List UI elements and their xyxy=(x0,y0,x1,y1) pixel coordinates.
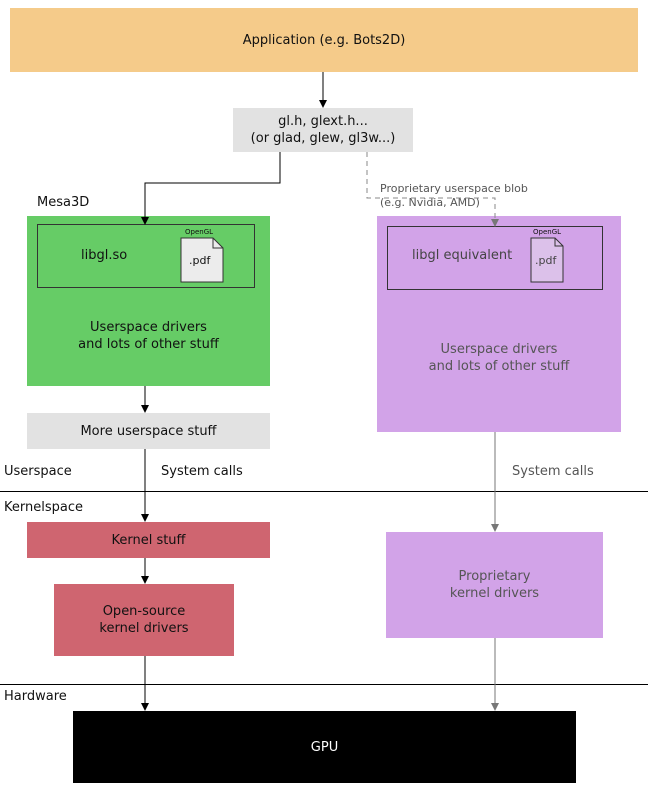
mesa-userspace-label: Userspace drivers and lots of other stuf… xyxy=(78,320,219,352)
application-box: Application (e.g. Bots2D) xyxy=(10,8,638,72)
proprietary-userspace-box: libgl equivalent OpenGL .pdf Userspace d… xyxy=(377,216,621,432)
kernel-stuff-box: Kernel stuff xyxy=(27,522,270,558)
kernelspace-section-label: Kernelspace xyxy=(4,500,83,515)
kernelspace-hardware-divider xyxy=(0,684,648,685)
opensource-kernel-label: Open-source kernel drivers xyxy=(99,604,189,636)
mesa-libgl-label: libgl.so xyxy=(81,248,128,263)
more-userspace-box: More userspace stuff xyxy=(27,413,270,449)
more-userspace-label: More userspace stuff xyxy=(80,423,217,439)
headers-label: gl.h, glext.h... (or glad, glew, gl3w...… xyxy=(250,114,396,146)
mesa-opengl-tag: OpenGL xyxy=(185,228,214,236)
mesa-box: libgl.so OpenGL .pdf Userspace drivers a… xyxy=(27,216,270,386)
proprietary-userspace-label: Userspace drivers and lots of other stuf… xyxy=(428,342,570,374)
mesa-pdf-icon: .pdf xyxy=(180,237,224,283)
proprietary-kernel-box: Proprietary kernel drivers xyxy=(386,532,603,638)
syscalls-right-label: System calls xyxy=(512,464,594,479)
proprietary-pdf-icon: .pdf xyxy=(530,237,564,283)
proprietary-opengl-tag: OpenGL xyxy=(533,228,562,236)
opensource-kernel-box: Open-source kernel drivers xyxy=(54,584,234,656)
userspace-section-label: Userspace xyxy=(4,464,72,479)
mesa-pdf-label: .pdf xyxy=(189,254,211,267)
mesa-userspace-text-wrap: Userspace drivers and lots of other stuf… xyxy=(27,314,270,358)
proprietary-libgl-label: libgl equivalent xyxy=(412,248,513,263)
arrow-headers-to-mesa xyxy=(141,152,281,225)
syscalls-left-label: System calls xyxy=(161,464,243,479)
proprietary-userspace-text-wrap: Userspace drivers and lots of other stuf… xyxy=(377,336,621,380)
userspace-kernelspace-divider xyxy=(0,491,648,492)
kernel-stuff-label: Kernel stuff xyxy=(111,532,186,548)
hardware-section-label: Hardware xyxy=(4,689,67,704)
mesa-title: Mesa3D xyxy=(37,195,90,210)
gpu-label: GPU xyxy=(310,739,339,755)
mesa-libgl-box: libgl.so OpenGL .pdf xyxy=(37,224,255,288)
proprietary-blob-title: Proprietary userspace blob (e.g. Nvidia,… xyxy=(380,182,528,209)
application-label: Application (e.g. Bots2D) xyxy=(242,32,406,48)
proprietary-kernel-label: Proprietary kernel drivers xyxy=(449,569,540,601)
proprietary-pdf-label: .pdf xyxy=(535,254,557,267)
proprietary-libgl-box: libgl equivalent OpenGL .pdf xyxy=(387,226,603,290)
headers-box: gl.h, glext.h... (or glad, glew, gl3w...… xyxy=(233,108,413,152)
gpu-box: GPU xyxy=(73,711,576,783)
